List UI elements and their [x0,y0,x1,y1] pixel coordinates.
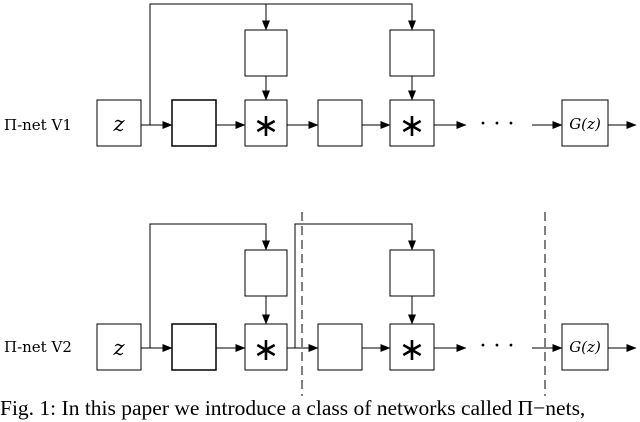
hadamard-symbol-v1-1: ∗ [253,106,280,144]
connectors-v2 [141,223,637,352]
hadamard-node-v1-1: ∗ [244,99,288,147]
hadamard-symbol-v1-2: ∗ [399,106,426,144]
layer-block-v1-1 [171,99,217,147]
input-node-v1: z [96,99,142,147]
output-node-v1: G(z) [561,99,609,147]
ellipsis-v2: · · · [480,334,515,359]
hadamard-node-v2-2: ∗ [389,323,435,371]
input-node-v2: z [96,323,142,371]
row-label-v2: Π-net V2 [4,338,72,356]
layer-block-v1-2 [317,99,363,147]
layer-block-v2-2 [317,323,363,371]
ellipsis-v1: · · · [480,112,515,137]
row-v1: Π-net V1 z ∗ ∗ · · · G(z) [4,3,637,147]
output-label-v2: G(z) [569,338,601,356]
output-node-v2: G(z) [561,323,609,371]
dashed-separators [301,212,546,396]
row-v2: Π-net V2 z ∗ ∗ · · · G(z) [4,212,637,396]
hadamard-symbol-v2-1: ∗ [253,330,280,368]
side-block-v2-1 [244,249,288,297]
side-block-v1-1 [244,29,288,77]
hadamard-symbol-v2-2: ∗ [399,330,426,368]
hadamard-node-v1-2: ∗ [389,99,435,147]
input-label-v2: z [112,336,125,360]
side-block-v2-2 [389,249,435,297]
row-label-v1: Π-net V1 [4,116,72,134]
side-block-v1-2 [389,29,435,77]
connectors-v1 [141,3,637,129]
figure-caption: Fig. 1: In this paper we introduce a cla… [0,396,586,420]
layer-block-v2-1 [171,323,217,371]
output-label-v1: G(z) [569,115,601,133]
input-label-v1: z [112,112,125,136]
hadamard-node-v2-1: ∗ [244,323,288,371]
